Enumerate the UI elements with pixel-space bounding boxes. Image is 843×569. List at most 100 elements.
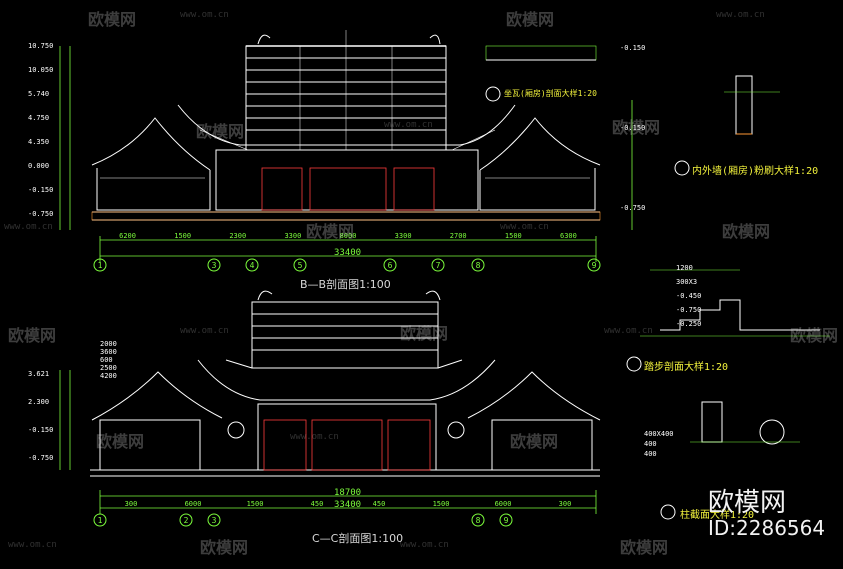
level-label: 400X400	[644, 430, 674, 438]
watermark-brand: 欧模网	[200, 538, 249, 557]
watermark-brand: 欧模网	[196, 122, 245, 141]
level-label: -0.150	[28, 426, 54, 434]
section-cc-title: C—C剖面图1:100	[312, 532, 404, 545]
axis-bubble-label: 9	[504, 516, 509, 525]
watermark-url: www.om.cn	[604, 326, 653, 336]
axis-bubble	[587, 258, 601, 272]
detail-column-title: 柱截面大样1:20	[680, 510, 755, 521]
section-cc	[90, 290, 601, 477]
axis-bubble-label: 2	[184, 516, 189, 525]
watermark-url: www.om.cn	[716, 10, 765, 20]
level-label: -0.750	[28, 210, 54, 218]
axis-bubble	[293, 258, 307, 272]
bb-total-dimension: 33400	[334, 248, 362, 258]
section-bb-title: B—B剖面图1:100	[300, 278, 391, 291]
watermark-brand: 欧模网	[612, 118, 661, 137]
level-label: 10.750	[28, 42, 54, 50]
axis-bubble-label: 8	[476, 516, 481, 525]
watermark-brand: 欧模网	[306, 222, 355, 241]
watermark-url: www.om.cn	[384, 120, 433, 130]
detail-step-title: 踏步剖面大样1:20	[644, 362, 729, 373]
axis-bubble	[93, 258, 107, 272]
detail-bubble-wall	[674, 160, 690, 176]
level-label: 300X3	[676, 278, 698, 286]
axis-bubble	[431, 258, 445, 272]
level-label: 3600	[100, 348, 117, 356]
level-label: -0.150	[620, 44, 646, 52]
span-dimension: 6000	[185, 500, 202, 508]
axis-bubble-label: 7	[436, 261, 441, 270]
watermark-brand: 欧模网	[8, 326, 57, 345]
axis-bubble-label: 8	[476, 261, 481, 270]
section-cc-dimensions	[99, 490, 597, 514]
axis-bubble-label: 6	[388, 261, 393, 270]
watermark-brand: 欧模网	[510, 432, 559, 451]
axis-bubble-label: 1	[98, 261, 103, 270]
detail-bubble-step	[626, 356, 642, 372]
watermark-url: www.om.cn	[180, 10, 229, 20]
axis-bubble	[179, 513, 193, 527]
span-dimension: 1500	[433, 500, 450, 508]
watermark-url: www.om.cn	[290, 432, 339, 442]
level-label: 0.000	[28, 162, 50, 170]
watermark-url: www.om.cn	[180, 326, 229, 336]
watermark-url: www.om.cn	[8, 540, 57, 550]
level-label: -0.150	[28, 186, 54, 194]
span-dimension: 300	[559, 500, 572, 508]
watermark-url: www.om.cn	[500, 222, 549, 232]
span-dimension: 450	[373, 500, 386, 508]
span-dimension: 3300	[284, 232, 301, 240]
span-dimension: 300	[125, 500, 138, 508]
span-dimension: 3300	[395, 232, 412, 240]
span-dimension: 1500	[174, 232, 191, 240]
axis-bubble-label: 1	[98, 516, 103, 525]
span-dimension: 8000	[340, 232, 357, 240]
section-bb-dimensions	[99, 236, 597, 262]
axis-bubble	[471, 513, 485, 527]
detail-roof-title: 坐瓦(厢房)剖面大样1:20	[504, 89, 597, 98]
detail-wall-title: 内外墙(厢房)粉刷大样1:20	[692, 166, 819, 177]
axis-bubble	[207, 513, 221, 527]
brand-logo-text: 欧模网	[708, 488, 787, 518]
detail-roof	[485, 45, 597, 61]
section-bb	[91, 30, 601, 221]
detail-step	[640, 269, 830, 337]
span-dimension: 450	[311, 500, 324, 508]
detail-wall	[724, 75, 780, 135]
level-label: -0.250	[676, 320, 702, 328]
span-dimension: 6000	[495, 500, 512, 508]
level-label: 3.621	[28, 370, 50, 378]
axis-bubble-label: 5	[298, 261, 303, 270]
level-label: -0.750	[676, 306, 702, 314]
axis-bubble	[499, 513, 513, 527]
level-label: -0.750	[620, 204, 646, 212]
watermark-brand: 欧模网	[722, 222, 771, 241]
axis-bubble-label: 3	[212, 261, 217, 270]
level-label: 5.740	[28, 90, 50, 98]
span-dimension: 6300	[560, 232, 577, 240]
brand-id-text: ID:2286564	[708, 516, 826, 540]
level-label: 400	[644, 440, 657, 448]
span-dimension: 6200	[119, 232, 136, 240]
span-dimension: 1500	[505, 232, 522, 240]
level-label: -0.750	[28, 454, 54, 462]
axis-bubble-label: 9	[592, 261, 597, 270]
watermark-brand: 欧模网	[790, 326, 839, 345]
level-label: 2.300	[28, 398, 50, 406]
watermark-brand: 欧模网	[96, 432, 145, 451]
axis-bubble	[207, 258, 221, 272]
watermark-brand: 欧模网	[506, 10, 555, 29]
span-dimension: 2300	[229, 232, 246, 240]
detail-bubble-column	[660, 504, 676, 520]
watermark-brand: 欧模网	[400, 324, 449, 343]
watermark-url: www.om.cn	[4, 222, 53, 232]
level-label: 400	[644, 450, 657, 458]
level-label: -0.450	[676, 292, 702, 300]
level-label: 600	[100, 356, 113, 364]
detail-bubble-roof	[485, 86, 501, 102]
